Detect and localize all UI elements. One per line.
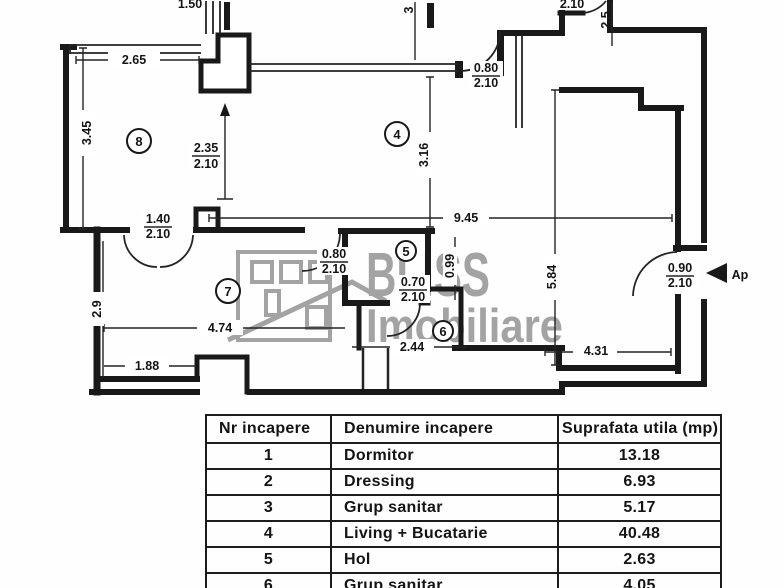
cell-name: Grup sanitar [330, 572, 559, 588]
dim-3: 3 [402, 6, 416, 13]
dim-945: 9.45 [454, 211, 478, 225]
door-label-070-num: 0.70 [401, 275, 425, 289]
cell-nr: 5 [205, 546, 332, 574]
cell-nr: 1 [205, 442, 332, 470]
cell-nr: 6 [205, 572, 332, 588]
room-circle-7-label: 7 [224, 284, 231, 299]
cell-area: 5.17 [557, 494, 722, 522]
dim-431: 4.31 [584, 344, 608, 358]
dim-188: 1.88 [135, 359, 159, 373]
room-circle-6: 6 [432, 320, 454, 342]
table-row: 1 Dormitor 13.18 [205, 442, 722, 470]
shaft-lines [361, 348, 390, 389]
entrance-marker: Ap [706, 263, 749, 283]
dim-099: 0.99 [443, 254, 457, 278]
cell-nr: 4 [205, 520, 332, 548]
dim-210-cut: 2.10 [560, 0, 584, 11]
room-circle-8-label: 8 [135, 134, 142, 149]
cell-name: Hol [330, 546, 559, 574]
door-label-235: 2.35 2.10 [192, 141, 220, 171]
room-number-circles: 8 4 5 6 7 [126, 121, 454, 342]
table-header-row: Nr incapere Denumire incapere Suprafata … [205, 414, 722, 444]
cell-area: 4.05 [557, 572, 722, 588]
table-row: 5 Hol 2.63 [205, 546, 722, 574]
door-label-080-top: 0.80 2.10 [472, 61, 500, 90]
table-row: 2 Dressing 6.93 [205, 468, 722, 496]
table-row: 3 Grup sanitar 5.17 [205, 494, 722, 522]
cell-name: Grup sanitar [330, 494, 559, 522]
door-label-140-den: 2.10 [146, 227, 170, 241]
dim-150: 1.50 [178, 0, 202, 11]
door-label-090-num: 0.90 [668, 261, 692, 275]
door-label-080-top-den: 2.10 [474, 76, 498, 90]
header-denumire: Denumire incapere [330, 414, 559, 444]
wall-jamb-stubs [224, 2, 504, 78]
dim-474: 4.74 [208, 321, 232, 335]
door-label-080-top-num: 0.80 [474, 61, 498, 75]
room-circle-6-label: 6 [439, 324, 446, 339]
door-label-090-entrance: 0.90 2.10 [666, 261, 694, 290]
entrance-label: Ap [732, 268, 749, 282]
door-label-080-hall-den: 2.10 [322, 262, 346, 276]
cell-area: 2.63 [557, 546, 722, 574]
cell-name: Dressing [330, 468, 559, 496]
header-nr-incapere: Nr incapere [205, 414, 332, 444]
door-label-140-num: 1.40 [146, 212, 170, 226]
dim-265: 2.65 [122, 53, 146, 67]
room-circle-8: 8 [126, 128, 152, 154]
dim-584: 5.84 [545, 265, 559, 289]
floor-plan-drawing: BLISS Imobiliare [60, 0, 749, 396]
dim-29: 2.9 [90, 300, 104, 317]
room-circle-7: 7 [215, 278, 241, 304]
column-shaft [198, 32, 252, 94]
house-logo-icon [226, 250, 388, 343]
door-arc-top-right [583, 0, 607, 14]
cell-area: 13.18 [557, 442, 722, 470]
thin-construction-lines [69, 1, 523, 128]
door-label-140: 1.40 2.10 [144, 212, 172, 241]
dimension-arrowhead [220, 103, 230, 116]
double-door-arc-right [159, 234, 194, 268]
room-circle-4-label: 4 [393, 127, 401, 142]
cell-name: Living + Bucatarie [330, 520, 559, 548]
dim-316: 3.16 [417, 143, 431, 167]
cell-area: 6.93 [557, 468, 722, 496]
door-arc-wc [386, 302, 421, 337]
room-circle-4: 4 [384, 121, 410, 147]
room-circle-5: 5 [395, 240, 417, 262]
dim-345: 3.45 [80, 121, 94, 145]
door-label-235-num: 2.35 [194, 141, 218, 155]
door-arc-top [460, 30, 501, 72]
rotated-label-backers [80, 110, 559, 326]
table-row: 6 Grup sanitar 4.05 [205, 572, 722, 588]
dim-25: 2.5 [599, 11, 613, 28]
door-swing-arcs [123, 0, 678, 337]
table-row: 4 Living + Bucatarie 40.48 [205, 520, 722, 548]
door-label-070: 0.70 2.10 [399, 275, 427, 304]
room-circle-5-label: 5 [402, 244, 409, 259]
cell-nr: 2 [205, 468, 332, 496]
door-label-080-hall: 0.80 2.10 [320, 247, 348, 276]
cell-area: 40.48 [557, 520, 722, 548]
entrance-arrow-icon [706, 263, 727, 283]
door-label-080-hall-num: 0.80 [322, 247, 346, 261]
door-label-235-den: 2.10 [194, 157, 218, 171]
door-label-090-den: 2.10 [668, 276, 692, 290]
double-door-arc-left [123, 234, 158, 268]
room-area-table: Nr incapere Denumire incapere Suprafata … [205, 414, 722, 588]
entrance-door-arc [632, 251, 678, 297]
cell-nr: 3 [205, 494, 332, 522]
dim-244: 2.44 [400, 340, 424, 354]
cell-name: Dormitor [330, 442, 559, 470]
header-suprafata: Suprafata utila (mp) [557, 414, 722, 444]
label-backers [108, 52, 698, 373]
door-label-070-den: 2.10 [401, 290, 425, 304]
